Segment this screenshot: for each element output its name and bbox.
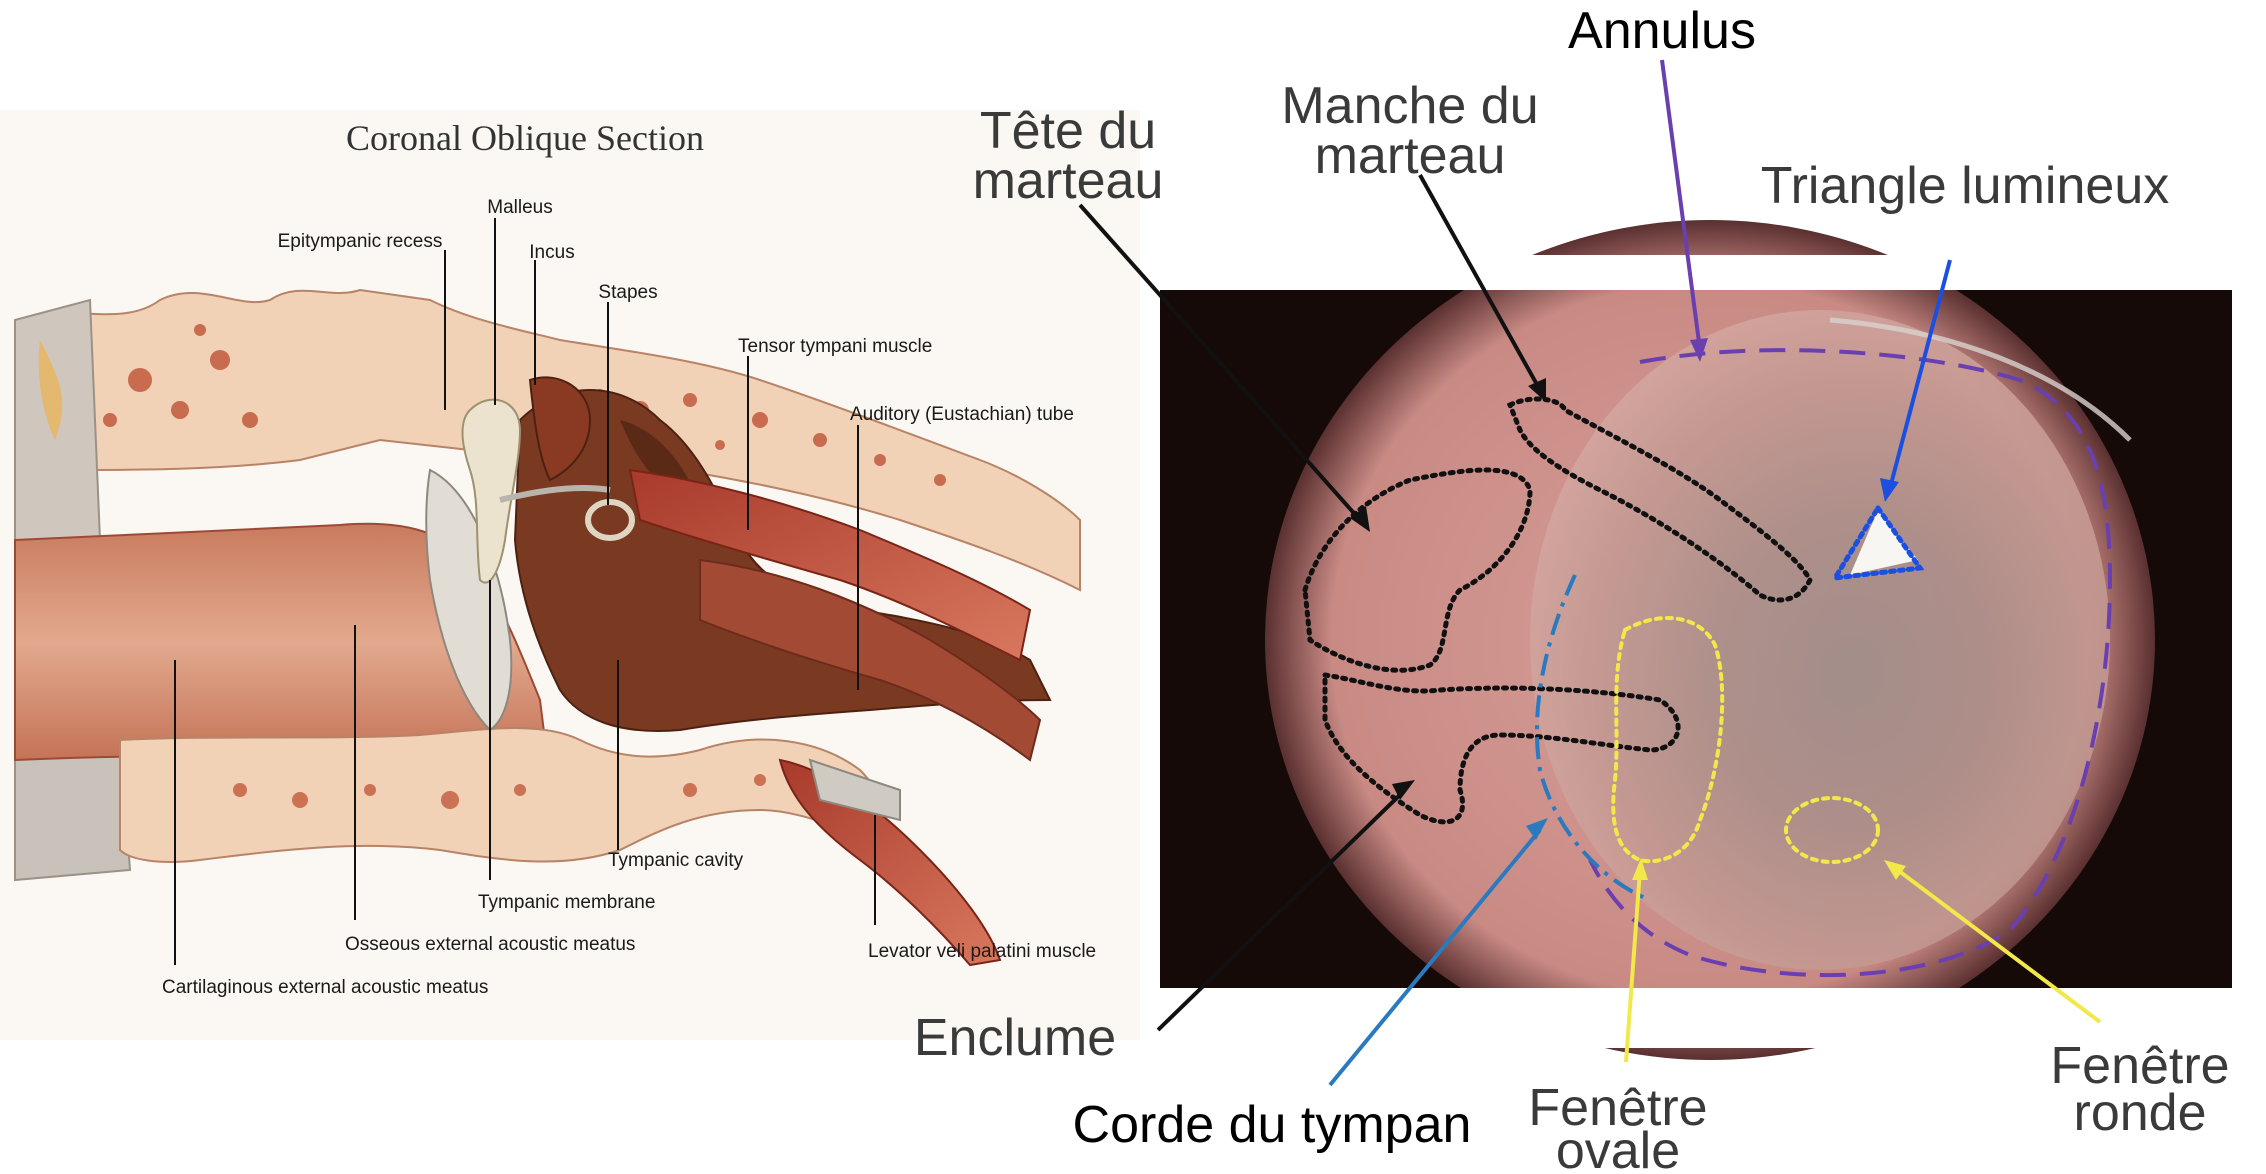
label-annulus: Annulus <box>1568 2 1756 60</box>
label-fen-ronde-line2: ronde <box>2074 1084 2207 1142</box>
label-tensor-tympani: Tensor tympani muscle <box>738 336 932 357</box>
label-corde: Corde du tympan <box>1073 1096 1472 1154</box>
section-title: Coronal Oblique Section <box>346 118 704 158</box>
anatomy-illustration: Coronal Oblique Section <box>0 110 1140 1040</box>
label-epitympanic-recess: Epitympanic recess <box>278 231 443 252</box>
eardrum-membrane <box>1530 310 2110 970</box>
label-auditory-tube: Auditory (Eustachian) tube <box>850 404 1074 425</box>
label-fen-ovale-line2: ovale <box>1556 1122 1680 1174</box>
label-cartilaginous-meatus: Cartilaginous external acoustic meatus <box>162 977 488 998</box>
label-tete-line2: marteau <box>973 152 1164 210</box>
label-triangle: Triangle lumineux <box>1761 157 2169 215</box>
label-enclume: Enclume <box>914 1009 1116 1067</box>
label-incus: Incus <box>529 242 574 263</box>
label-levator: Levator veli palatini muscle <box>868 941 1096 962</box>
label-tympanic-membrane: Tympanic membrane <box>478 892 655 913</box>
photo-top-mask <box>1160 255 2232 290</box>
label-tympanic-cavity: Tympanic cavity <box>608 850 744 871</box>
label-stapes: Stapes <box>598 282 657 303</box>
label-malleus: Malleus <box>487 197 552 218</box>
label-manche-line2: marteau <box>1315 127 1506 185</box>
label-osseous-meatus: Osseous external acoustic meatus <box>345 934 635 955</box>
